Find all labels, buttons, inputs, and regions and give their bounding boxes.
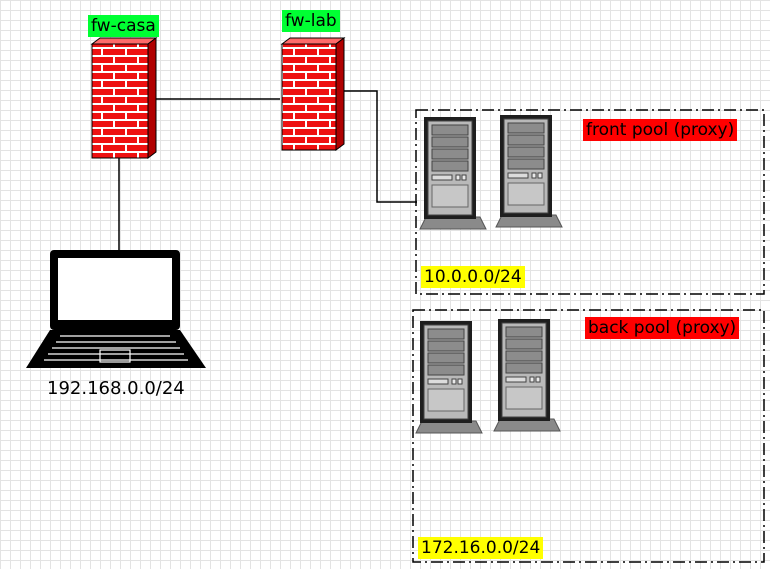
laptop-subnet-label: 192.168.0.0/24 [44, 378, 188, 400]
back-pool-title: back pool (proxy) [585, 317, 739, 339]
front-pool-subnet: 10.0.0.0/24 [421, 266, 525, 288]
server-icon[interactable] [420, 117, 486, 229]
front-pool-title: front pool (proxy) [583, 119, 737, 141]
server-icon[interactable] [496, 115, 562, 227]
laptop-icon[interactable] [26, 250, 206, 368]
links [119, 91, 417, 252]
firewall-icon[interactable] [92, 38, 156, 158]
fw-lab-label: fw-lab [282, 10, 340, 32]
link-fw-lab-front-pool [342, 91, 417, 202]
server-icon[interactable] [494, 319, 560, 431]
firewall-icon[interactable] [282, 38, 344, 150]
fw-casa-label: fw-casa [88, 15, 159, 37]
back-pool-subnet: 172.16.0.0/24 [418, 537, 543, 559]
server-icon[interactable] [416, 321, 482, 433]
